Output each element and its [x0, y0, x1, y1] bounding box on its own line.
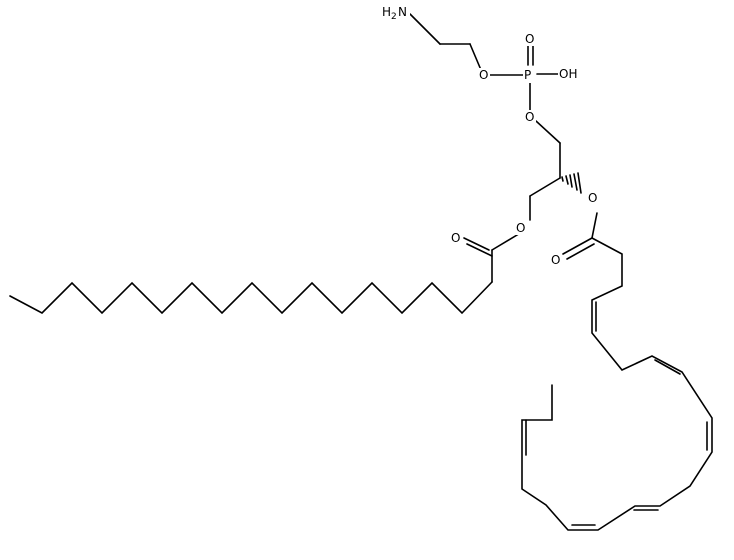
palmitoyl-chain	[9, 237, 493, 315]
sn2-ester-oxygen-label: O	[588, 191, 597, 205]
ethanolamine-phosphate-headgroup	[409, 13, 561, 111]
dha-carbonyl-oxygen-label: O	[551, 253, 560, 267]
amine-group: H 2 N	[380, 3, 410, 22]
phosphate-atoms: O P O OH O	[478, 32, 580, 124]
sn1-ester-oxygen-label: O	[516, 221, 525, 235]
stereo-hash-wedge	[561, 172, 582, 194]
docosahexaenoyl-chain	[521, 212, 713, 531]
phosphoryl-oxygen-label: O	[525, 32, 534, 46]
amine-n-label: N	[398, 5, 407, 19]
ester-oxygen-label: O	[479, 68, 488, 82]
palmitoyl-carbonyl-oxygen-label: O	[451, 231, 460, 245]
amine-subscript-label: 2	[391, 12, 397, 22]
glycerol-backbone	[491, 120, 582, 251]
glycerol-phosphate-oxygen-label: O	[525, 110, 534, 124]
phosphorus-label: P	[524, 68, 531, 82]
hydroxyl-label: OH	[559, 67, 577, 81]
ester-oxygens: O O O O	[450, 191, 599, 267]
amine-h-label: H	[382, 5, 391, 19]
